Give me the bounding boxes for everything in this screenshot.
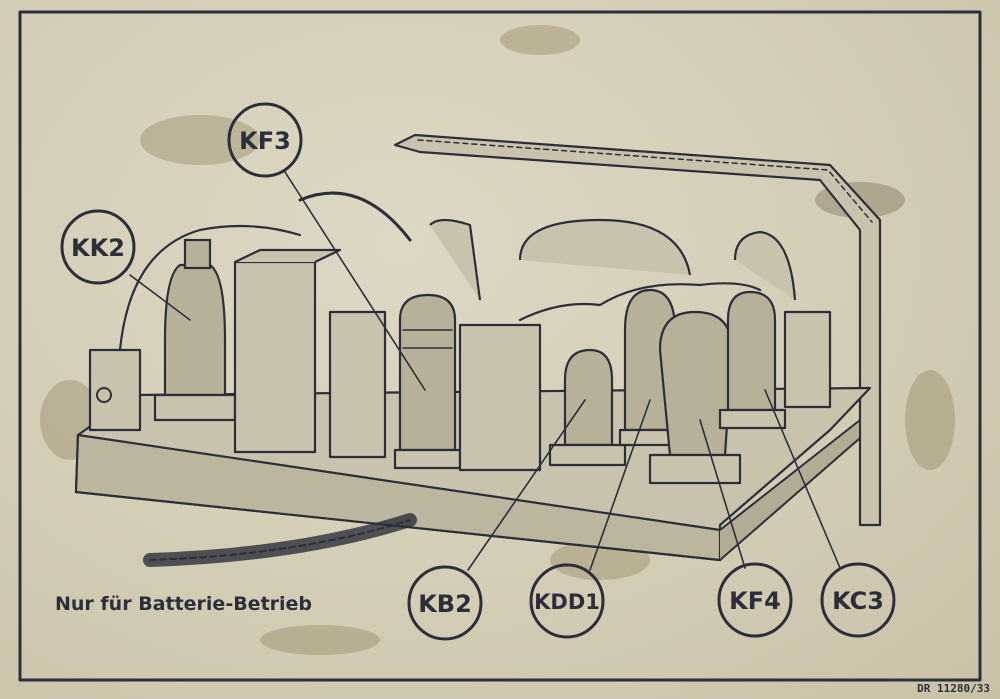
tube-kf4 xyxy=(648,310,742,485)
tuning-coil xyxy=(429,218,482,301)
label-kdd1: KDD1 xyxy=(529,563,605,639)
label-kc3: KC3 xyxy=(820,562,896,638)
tube-kk2 xyxy=(153,238,237,422)
chassis-side xyxy=(719,417,861,561)
label-kb2: KB2 xyxy=(407,565,483,641)
svg-text:KC3: KC3 xyxy=(832,587,884,615)
transformer-can xyxy=(233,260,317,454)
variable-capacitor-right xyxy=(733,230,797,301)
label-kf4: KF4 xyxy=(717,562,793,638)
svg-text:KF3: KF3 xyxy=(239,127,291,155)
label-kk2: KK2 xyxy=(60,209,136,285)
wire-top xyxy=(518,282,762,322)
print-code: DR 11280/33 xyxy=(917,682,990,695)
transformer-can-top xyxy=(234,248,342,263)
coil-block xyxy=(458,323,542,472)
battery-cable xyxy=(143,513,417,567)
variable-capacitor-left xyxy=(518,218,692,276)
leader-lines xyxy=(129,171,841,571)
output-transformer xyxy=(783,310,832,409)
svg-text:KB2: KB2 xyxy=(418,590,472,618)
tube-kc3 xyxy=(718,290,787,430)
svg-text:KF4: KF4 xyxy=(729,587,781,615)
frame-border xyxy=(18,10,982,682)
tube-kf3 xyxy=(393,293,462,470)
svg-text:KK2: KK2 xyxy=(71,234,125,262)
back-panel-edge xyxy=(417,139,873,223)
wire-arc xyxy=(298,191,412,242)
switch-screw xyxy=(96,387,112,403)
battery-cable-braid xyxy=(149,519,411,561)
label-kf3: KF3 xyxy=(227,102,303,178)
svg-text:KDD1: KDD1 xyxy=(534,590,600,614)
wire-kk2 xyxy=(118,224,302,352)
caption-text: Nur für Batterie-Betrieb xyxy=(55,593,312,615)
switch-box xyxy=(88,348,142,432)
capacitor-block xyxy=(328,310,387,459)
tube-kb2 xyxy=(548,348,627,467)
